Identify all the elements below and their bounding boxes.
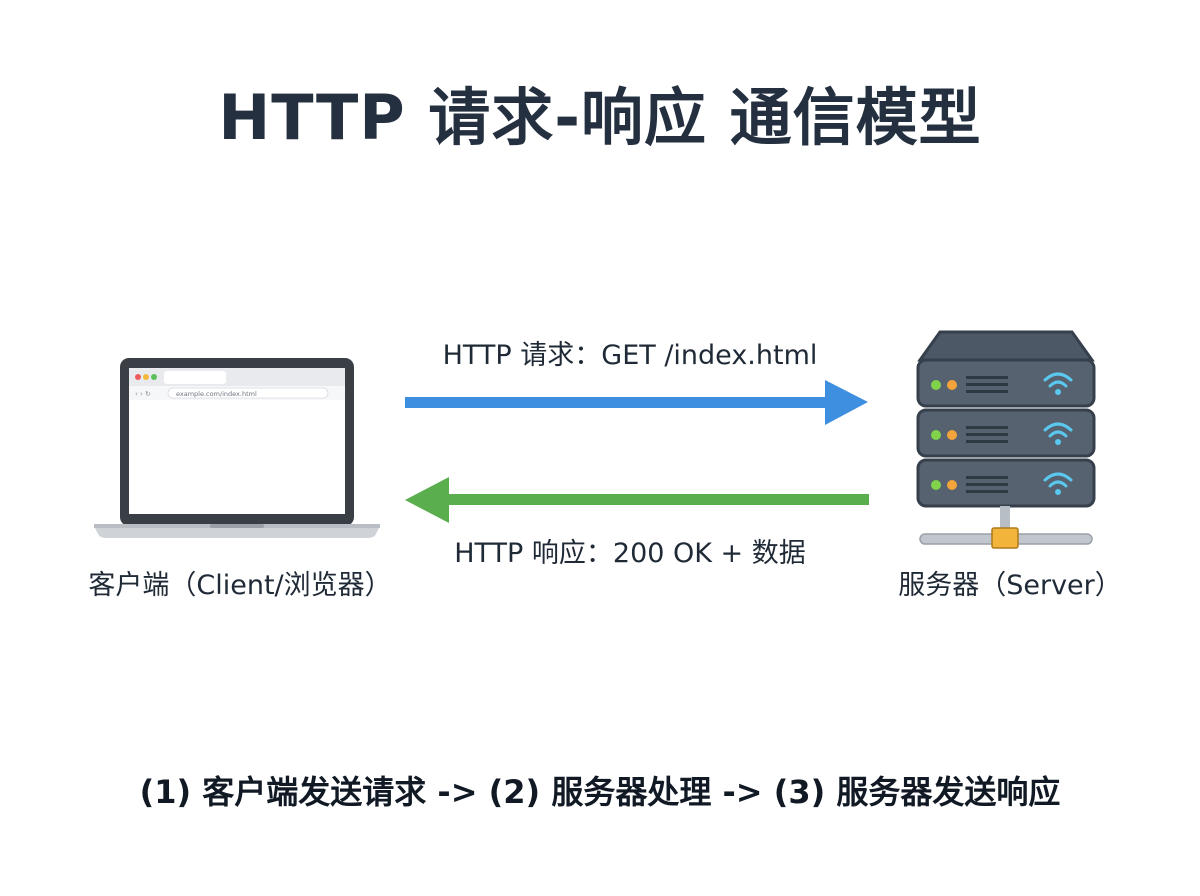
server-rack-icon — [916, 330, 1096, 549]
process-steps: (1) 客户端发送请求 -> (2) 服务器处理 -> (3) 服务器发送响应 — [139, 773, 1061, 811]
response-arrow — [405, 477, 869, 523]
request-arrow — [405, 380, 868, 425]
page-title: HTTP 请求-响应 通信模型 — [218, 81, 982, 154]
client-label: 客户端（Client/浏览器） — [88, 570, 392, 601]
server-label: 服务器（Server） — [898, 570, 1122, 601]
laptop-browser-icon: ‹ › ↻ example.com/index.html — [94, 358, 380, 538]
response-label: HTTP 响应：200 OK + 数据 — [454, 538, 806, 569]
svg-text:‹ › ↻: ‹ › ↻ — [135, 390, 151, 398]
request-label: HTTP 请求：GET /index.html — [442, 340, 818, 371]
browser-address-bar: example.com/index.html — [176, 390, 257, 398]
